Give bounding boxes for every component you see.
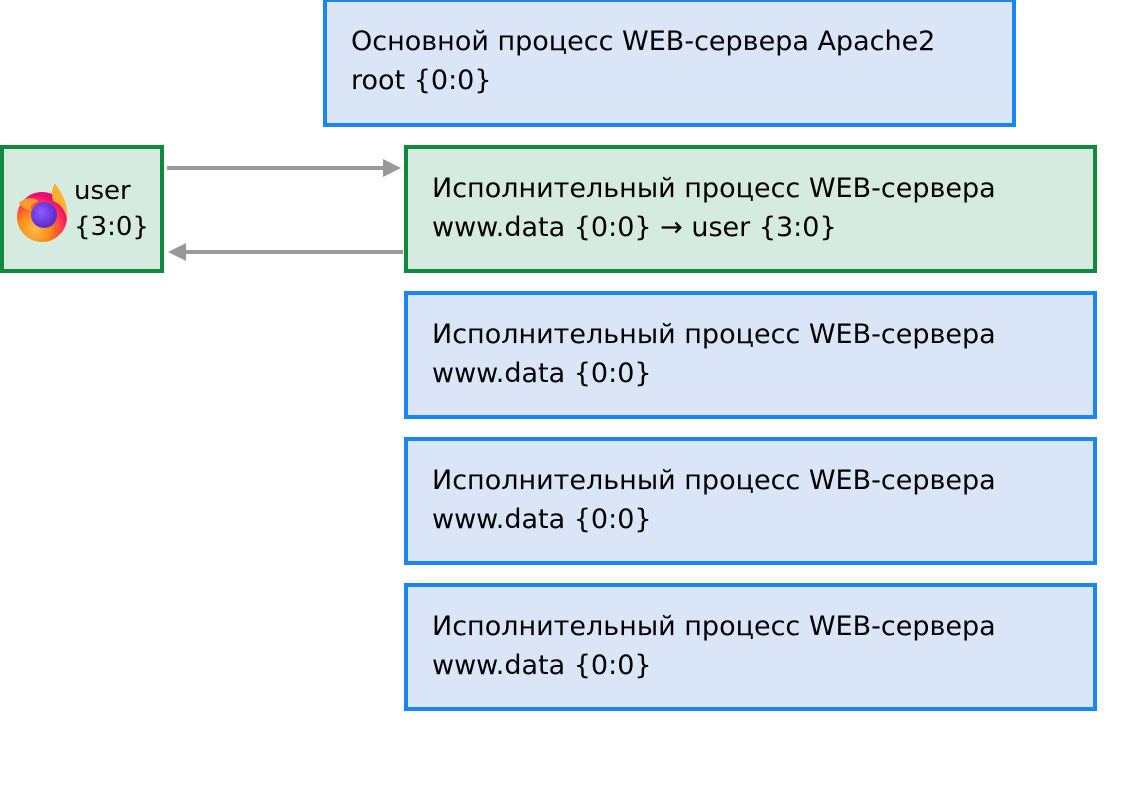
worker-user: www.data {0:0} <box>432 504 652 535</box>
response-arrow <box>168 243 403 261</box>
worker-process-box-1: Исполнительный процесс WEB-сервера www.d… <box>404 145 1097 273</box>
worker-title: Исполнительный процесс WEB-сервера <box>432 611 996 642</box>
worker-title: Исполнительный процесс WEB-сервера <box>432 319 996 350</box>
main-process-box: Основной процесс WEB-сервера Apache2 roo… <box>323 0 1016 127</box>
worker-user: www.data {0:0} → user {3:0} <box>432 212 837 243</box>
worker-title: Исполнительный процесс WEB-сервера <box>432 465 996 496</box>
worker-title: Исполнительный процесс WEB-сервера <box>432 173 996 204</box>
worker-user: www.data {0:0} <box>432 358 652 389</box>
main-process-user: root {0:0} <box>351 65 492 96</box>
client-user: user <box>74 176 131 206</box>
client-label: user {3:0} <box>74 173 149 245</box>
worker-process-box-3: Исполнительный процесс WEB-сервера www.d… <box>404 437 1097 565</box>
worker-process-box-2: Исполнительный процесс WEB-сервера www.d… <box>404 291 1097 419</box>
main-process-title: Основной процесс WEB-сервера Apache2 <box>351 26 936 57</box>
client-box: user {3:0} <box>0 145 164 273</box>
worker-process-box-4: Исполнительный процесс WEB-сервера www.d… <box>404 583 1097 711</box>
request-arrow <box>167 159 401 177</box>
worker-user: www.data {0:0} <box>432 650 652 681</box>
firefox-icon <box>17 183 68 242</box>
client-ids: {3:0} <box>74 212 149 242</box>
